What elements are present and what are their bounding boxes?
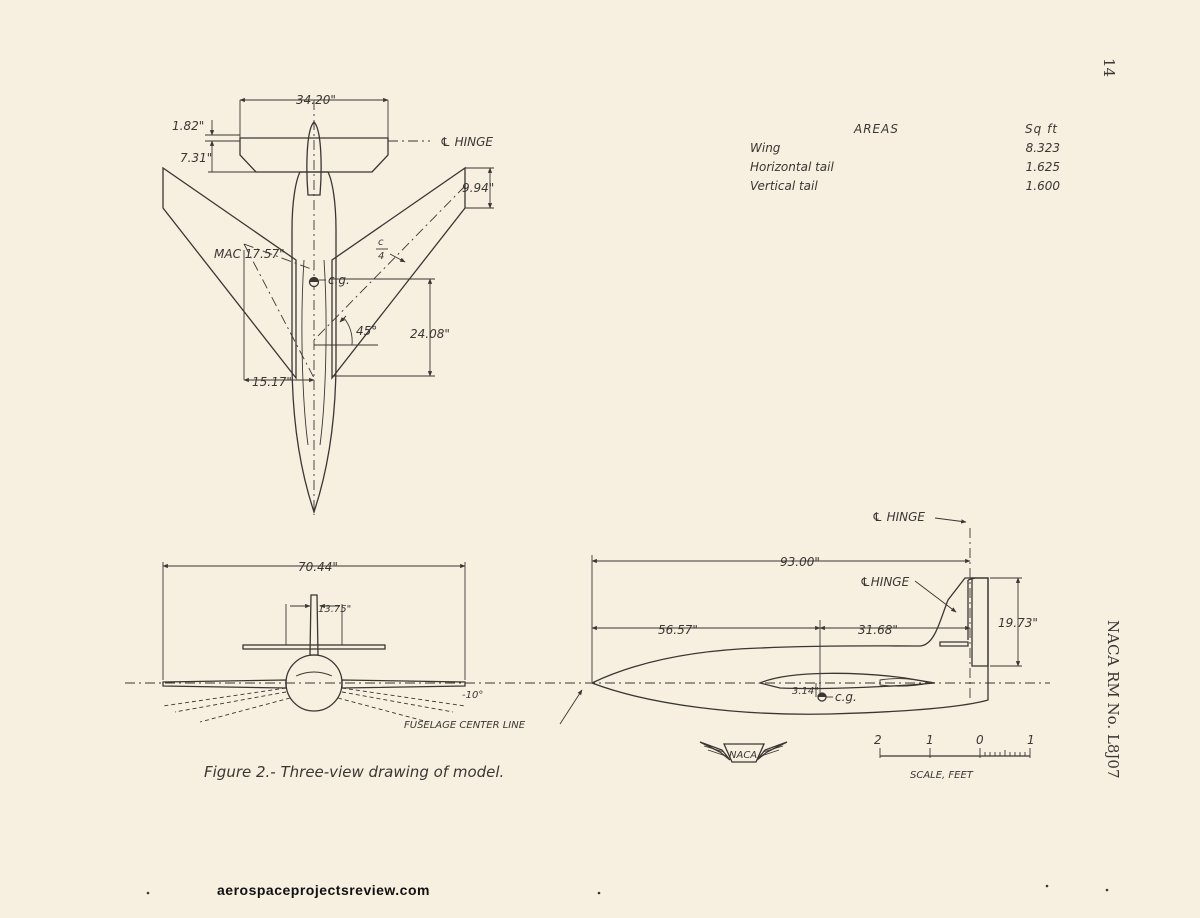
length-dim: 93.00" — [780, 555, 820, 569]
areas-row-value: 1.625 — [1025, 160, 1060, 174]
span-dim: 70.44" — [298, 560, 338, 574]
sweep-angle: 45° — [356, 324, 377, 338]
right-anhedral-lines — [337, 687, 466, 723]
areas-row-label: Horizontal tail — [750, 160, 834, 174]
watermark: aerospaceprojectsreview.com — [217, 882, 430, 898]
top-view-right-wing — [331, 166, 466, 380]
areas-row-value: 8.323 — [1025, 141, 1060, 155]
front-view-horizontal-tail — [242, 644, 386, 650]
scale-tick-1b: 1 — [1027, 733, 1035, 747]
areas-title: AREAS — [854, 122, 899, 136]
center-line-label: FUSELAGE CENTER LINE — [404, 720, 526, 731]
areas-row: Vertical tail 1.600 — [750, 177, 1070, 196]
side-view-rudder — [971, 577, 989, 667]
dim-24-08: 24.08" — [410, 327, 450, 341]
areas-row: Horizontal tail 1.625 — [750, 158, 1070, 177]
dim-1-82: 1.82" — [172, 119, 204, 133]
scale-tick-2: 2 — [874, 733, 882, 747]
areas-row-label: Vertical tail — [750, 179, 818, 193]
figure-caption: Figure 2.- Three-view drawing of model. — [204, 763, 504, 781]
top-hinge-label: ℄ HINGE — [440, 135, 493, 149]
front-view: 70.44" 13.75" -10° FUSELAGE CENTER LINE — [125, 560, 1050, 731]
side-view-tail-plane — [939, 641, 969, 647]
tail-span-dim: 34.20" — [296, 93, 336, 107]
quarter-chord-line — [313, 185, 466, 341]
top-view-left-wing — [162, 166, 297, 380]
scale-bar: 2 1 0 1 SCALE, FEET — [874, 733, 1035, 781]
areas-row-value: 1.600 — [1025, 179, 1060, 193]
top-view-vertical-tail — [306, 121, 322, 196]
front-view-left-wing — [162, 679, 287, 689]
dim-3-14: 3.14" — [792, 686, 819, 697]
dim-31-68: 31.68" — [858, 623, 898, 637]
sweep-arc — [343, 317, 353, 346]
front-view-vertical-fin — [309, 594, 319, 656]
page-number: 14 — [1100, 58, 1118, 77]
side-cg-label: c.g. — [835, 690, 857, 704]
dihedral-angle: -10° — [462, 690, 483, 701]
top-view-fuselage-inner — [301, 259, 327, 446]
report-id: NACA RM No. L8J07 — [1104, 620, 1122, 779]
areas-row-label: Wing — [750, 141, 781, 155]
side-view: ℄ HINGE 93.00" ℄HINGE 56.57" 31.68" 19.7… — [590, 510, 1038, 715]
left-mac-line — [243, 243, 315, 379]
top-view: 34.20" 1.82" 7.31" ℄ HINGE 9.94" MAC 17.… — [162, 93, 494, 515]
dim-15-17: 15.17" — [252, 375, 292, 389]
left-anhedral-lines — [162, 687, 291, 723]
left-mac-line-2 — [243, 243, 315, 271]
height-dim: 19.73" — [998, 616, 1038, 630]
naca-logo: NACA — [699, 741, 788, 763]
areas-unit-header: Sq ft — [1025, 122, 1058, 136]
quarter-chord-num: c — [378, 237, 384, 248]
mac-dim: MAC 17.57" — [214, 247, 285, 261]
side-view-fuselage — [590, 577, 989, 715]
areas-table: AREAS Sq ft Wing 8.323 Horizontal tail 1… — [750, 120, 1070, 196]
naca-logo-text: NACA — [729, 750, 757, 761]
cg-label: c.g. — [328, 273, 350, 287]
side-hinge-label-top: ℄ HINGE — [872, 510, 925, 524]
tip-chord-dim: 9.94" — [462, 181, 494, 195]
quarter-chord-den: 4 — [378, 251, 384, 262]
dim-7-31: 7.31" — [180, 151, 212, 165]
areas-row: Wing 8.323 — [750, 139, 1070, 158]
dim-56-57: 56.57" — [658, 623, 698, 637]
fin-dim: 13.75" — [318, 604, 351, 615]
side-hinge-label-mid: ℄HINGE — [860, 575, 910, 589]
scale-tick-1: 1 — [926, 733, 934, 747]
side-view-wing — [757, 672, 936, 690]
scale-label: SCALE, FEET — [910, 770, 974, 781]
scale-tick-0: 0 — [976, 733, 984, 747]
front-view-right-wing — [341, 679, 466, 689]
